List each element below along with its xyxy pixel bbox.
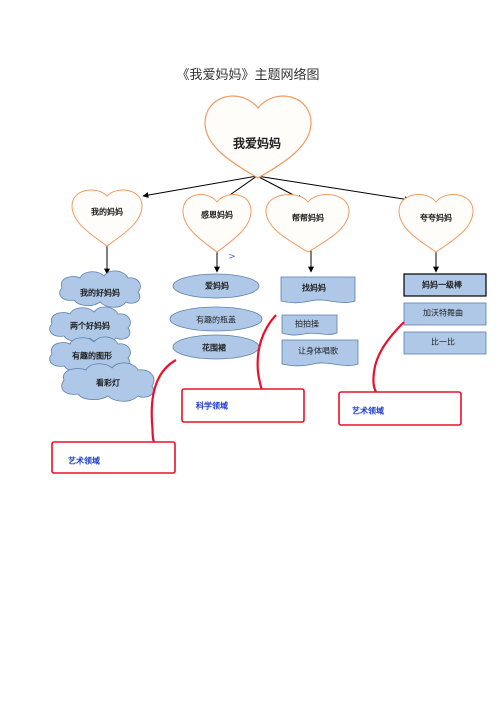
item-1-4-label: 看彩灯 [96, 378, 120, 388]
root-heart [204, 95, 312, 179]
branch-heart-2 [182, 194, 252, 253]
item-4-3-label: 比一比 [431, 337, 455, 347]
wave-box-item-3-2 [281, 314, 338, 336]
branch-3-boxes [280, 276, 359, 367]
branch-4-boxes [403, 273, 487, 355]
note-2-text: 科学领域 [196, 401, 228, 411]
note-box-3 [338, 391, 462, 426]
branch-heart-3 [265, 194, 350, 253]
note-curve-1 [150, 359, 177, 443]
note-3-text: 艺术领域 [352, 406, 384, 416]
branch-heart-1 [71, 189, 143, 247]
branch-connectors [104, 246, 439, 275]
connector-root-branch-4 [256, 175, 411, 203]
wave-box-item-3-1 [280, 276, 356, 304]
item-2-1-label: 爱妈妈 [205, 281, 229, 291]
ellipse-item-2-2 [169, 306, 263, 332]
item-1-3-label: 有趣的图形 [72, 351, 112, 361]
item-1-2-label: 两个好妈妈 [70, 321, 110, 331]
branch-2-marker: > [228, 252, 236, 262]
cloud-item-1-2 [49, 306, 131, 344]
note-boxes [51, 388, 462, 474]
page-title: 《我爱妈妈》主题网络图 [176, 68, 320, 83]
branch-3-label: 帮帮妈妈 [292, 213, 324, 223]
cloud-item-1-1 [59, 270, 141, 308]
branch-2-label: 感恩妈妈 [201, 210, 233, 220]
note-curve-2 [256, 314, 277, 391]
root-heart-label: 我爱妈妈 [232, 136, 282, 151]
item-3-1-label: 找妈妈 [302, 283, 326, 293]
note-connectors [150, 314, 405, 443]
branch-1-clouds [49, 270, 155, 402]
item-2-2-label: 有趣的瓶盖 [196, 315, 236, 325]
cloud-item-1-4 [61, 362, 155, 402]
wave-box-item-3-3 [281, 339, 359, 367]
branch-heart-4 [398, 194, 474, 253]
note-box-1 [51, 441, 176, 474]
note-1-text: 艺术领域 [68, 456, 100, 466]
ellipse-item-2-1 [172, 273, 260, 299]
note-curve-3 [372, 321, 405, 393]
note-box-2 [181, 388, 305, 423]
branch-1-label: 我的妈妈 [91, 207, 123, 217]
item-2-3-label: 花围裙 [202, 343, 226, 353]
rect-item-4-1 [403, 273, 487, 297]
rect-item-4-2 [403, 302, 487, 326]
item-3-3-label: 让身体唱歌 [298, 346, 338, 356]
rect-item-4-3 [403, 331, 487, 355]
item-4-1-label: 妈妈一级棒 [422, 280, 462, 290]
item-3-2-label: 拍拍操 [295, 319, 319, 329]
branch-2-ellipses [169, 273, 263, 360]
item-1-1-label: 我的好妈妈 [80, 288, 120, 298]
connector-root-branch-1 [142, 175, 258, 199]
item-4-2-label: 加沃特舞曲 [423, 308, 463, 318]
branch-4-label: 夸夸妈妈 [420, 213, 452, 223]
